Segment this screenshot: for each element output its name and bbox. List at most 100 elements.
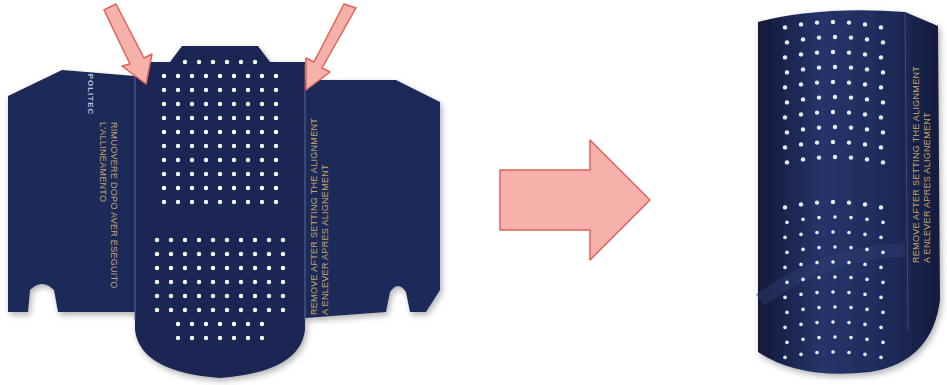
hole: [783, 85, 787, 89]
hole: [817, 306, 821, 310]
hole: [211, 308, 215, 312]
hole: [232, 88, 236, 92]
hole: [169, 252, 173, 256]
hole: [162, 116, 166, 120]
hole: [801, 37, 805, 41]
hole: [190, 200, 194, 204]
hole: [246, 88, 250, 92]
hole: [799, 263, 803, 267]
hole: [267, 308, 271, 312]
hole: [246, 172, 250, 176]
hole: [831, 230, 835, 234]
hole: [801, 278, 805, 282]
hole: [197, 60, 201, 64]
hole: [799, 82, 803, 86]
hole: [785, 100, 789, 104]
hole: [799, 142, 803, 146]
hole: [197, 280, 201, 284]
hole: [239, 252, 243, 256]
hole: [865, 248, 869, 252]
hole: [847, 291, 851, 295]
printed-note: A ENLEVER APRES ALIGNEMENT: [320, 101, 331, 315]
hole: [785, 130, 789, 134]
hole: [849, 306, 853, 310]
hole: [190, 144, 194, 148]
hole: [783, 55, 787, 59]
hole: [833, 275, 837, 279]
hole: [190, 88, 194, 92]
hole: [817, 35, 821, 39]
hole: [785, 221, 789, 225]
hole: [246, 336, 250, 340]
hole: [881, 281, 885, 285]
hole: [218, 200, 222, 204]
hole: [176, 172, 180, 176]
hole: [785, 40, 789, 44]
hole: [155, 280, 159, 284]
hole: [267, 294, 271, 298]
hole: [176, 186, 180, 190]
hole: [267, 252, 271, 256]
hole: [863, 263, 867, 267]
hole: [232, 144, 236, 148]
hole: [849, 65, 853, 69]
hole: [260, 200, 264, 204]
hole: [815, 50, 819, 54]
hole: [849, 155, 853, 159]
hole: [865, 308, 869, 312]
hole: [815, 200, 819, 204]
hole: [211, 60, 215, 64]
hole: [218, 116, 222, 120]
hole: [865, 218, 869, 222]
hole: [783, 236, 787, 240]
hole: [785, 251, 789, 255]
hole: [232, 336, 236, 340]
hole: [847, 351, 851, 355]
hole: [218, 172, 222, 176]
hole: [190, 172, 194, 176]
hole: [847, 20, 851, 24]
hole: [218, 322, 222, 326]
hole: [879, 85, 883, 89]
hole: [863, 82, 867, 86]
hole: [865, 278, 869, 282]
hole: [817, 336, 821, 340]
hole: [879, 266, 883, 270]
hole: [785, 160, 789, 164]
hole: [831, 320, 835, 324]
hole: [246, 158, 250, 162]
hole: [204, 88, 208, 92]
hole: [879, 25, 883, 29]
hole: [783, 115, 787, 119]
hole: [274, 116, 278, 120]
hole: [881, 341, 885, 345]
hole: [863, 353, 867, 357]
hole: [169, 294, 173, 298]
hole: [849, 216, 853, 220]
hole: [815, 231, 819, 235]
hole: [232, 102, 236, 106]
sheen: [760, 250, 905, 300]
hole: [817, 246, 821, 250]
hole: [239, 280, 243, 284]
hole: [253, 280, 257, 284]
hole: [176, 144, 180, 148]
hole: [879, 145, 883, 149]
hole: [881, 160, 885, 164]
hole: [246, 144, 250, 148]
hole: [801, 97, 805, 101]
hole: [879, 205, 883, 209]
hole: [204, 322, 208, 326]
hole: [815, 291, 819, 295]
hole: [863, 112, 867, 116]
hole: [246, 102, 250, 106]
label-group: POLITEC: [85, 64, 96, 124]
hole: [833, 125, 837, 129]
hole: [849, 336, 853, 340]
hole: [801, 127, 805, 131]
hole: [176, 116, 180, 120]
hole: [281, 308, 285, 312]
hole: [274, 144, 278, 148]
hole: [183, 238, 187, 242]
hole: [211, 294, 215, 298]
